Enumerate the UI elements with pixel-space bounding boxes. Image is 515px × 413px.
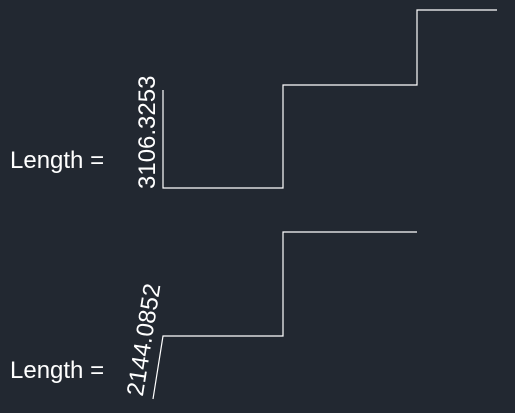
bottom-length-label: Length = xyxy=(10,357,105,384)
top-stair-polyline xyxy=(162,9,497,189)
top-length-label: Length = xyxy=(10,147,105,174)
bottom-stair-polyline xyxy=(152,231,417,400)
top-length-value: 3106.3253 xyxy=(134,75,161,189)
